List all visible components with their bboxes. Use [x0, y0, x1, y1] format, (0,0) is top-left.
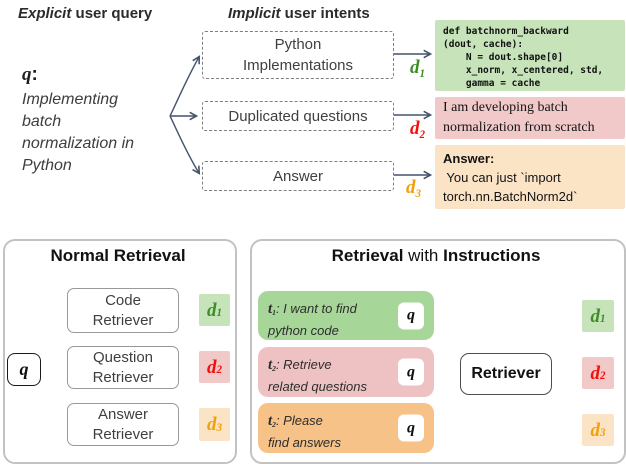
doc-label-d1: d1 [410, 57, 426, 80]
title-bold: Instructions [443, 246, 541, 265]
question-snippet-box: I am developing batch normalization from… [435, 97, 625, 139]
title-bold: Retrieval [331, 246, 404, 265]
question-line: I am developing batch [443, 100, 568, 115]
normal-retrieval-title: Normal Retrieval [50, 246, 186, 265]
answer-line: torch.nn.BatchNorm2d` [443, 189, 578, 204]
answer-retriever-box: Answer Retriever [67, 403, 179, 446]
instruction-line: python code [268, 322, 339, 338]
instructions-panel-title: Retrieval with Instructions [250, 246, 622, 266]
explicit-heading-rest: user query [71, 5, 153, 22]
retriever-label-line: Answer [97, 406, 149, 423]
retriever-box: Retriever [460, 353, 552, 395]
query-line: Implementing [22, 91, 119, 108]
code-line: def batchnorm_backward [443, 26, 569, 37]
instruction-line: t2: Please [268, 413, 323, 430]
query-line: normalization in [22, 135, 135, 152]
code-line: x_norm, x_centered, std, [443, 65, 604, 76]
doc-label-d3: d3 [406, 177, 422, 200]
explicit-query-heading: Explicit user query [18, 5, 152, 22]
intent-box-answer: Answer [202, 161, 394, 191]
code-retriever-box: Code Retriever [67, 288, 179, 333]
instruction-box-t1: t1: I want to find python code q [258, 291, 434, 340]
query-chip: q [398, 358, 424, 386]
question-retriever-box: Question Retriever [67, 346, 179, 389]
answer-snippet-box: Answer: You can just `import torch.nn.Ba… [435, 145, 625, 209]
query-chip: q [398, 302, 424, 329]
explicit-heading-em: Explicit [18, 5, 72, 22]
instruction-line: t2: Retrieve [268, 357, 332, 374]
retriever-label-line: Question [92, 349, 154, 366]
implicit-intents-heading: Implicit user intents [228, 5, 370, 22]
instruction-line: related questions [268, 378, 368, 394]
title-regular: with [403, 246, 444, 265]
query-box: q [7, 353, 41, 386]
code-line: gamma = cache [443, 78, 541, 89]
instruction-line: find answers [268, 434, 341, 450]
retriever-label-line: Retriever [92, 311, 154, 329]
code-line: (dout, cache): [443, 39, 524, 50]
intent-label: Python Implementations [242, 36, 354, 74]
instruction-box-t3: t2: Please find answers q [258, 403, 434, 453]
instruction-line: t1: I want to find [268, 301, 357, 318]
implicit-heading-em: Implicit [228, 5, 281, 22]
user-query-text: Implementing batch normalization in Pyth… [22, 89, 162, 177]
implicit-heading-rest: user intents [280, 5, 370, 22]
code-snippet-box: def batchnorm_backward (dout, cache): N … [435, 20, 625, 91]
instruction-box-t2: t2: Retrieve related questions q [258, 347, 434, 397]
retriever-label-line: Retriever [92, 368, 154, 386]
query-chip: q [398, 414, 424, 442]
doc-label-d2: d2 [410, 118, 426, 141]
query-line: Python [22, 157, 72, 174]
intent-box-python-implementations: Python Implementations [202, 31, 394, 79]
code-line: N = dout.shape[0] [443, 52, 564, 63]
query-line: batch [22, 113, 62, 130]
answer-line: You can just `import [443, 170, 561, 185]
intent-label: Duplicated questions [228, 107, 368, 125]
answer-heading: Answer: [443, 151, 495, 166]
intent-label: Answer [272, 167, 324, 185]
retriever-label-line: Retriever [92, 425, 154, 443]
user-query-symbol: q: [22, 64, 38, 85]
retriever-label-line: Code [105, 292, 141, 309]
question-line: normalization from scratch [443, 120, 595, 135]
intent-box-duplicated-questions: Duplicated questions [202, 101, 394, 131]
